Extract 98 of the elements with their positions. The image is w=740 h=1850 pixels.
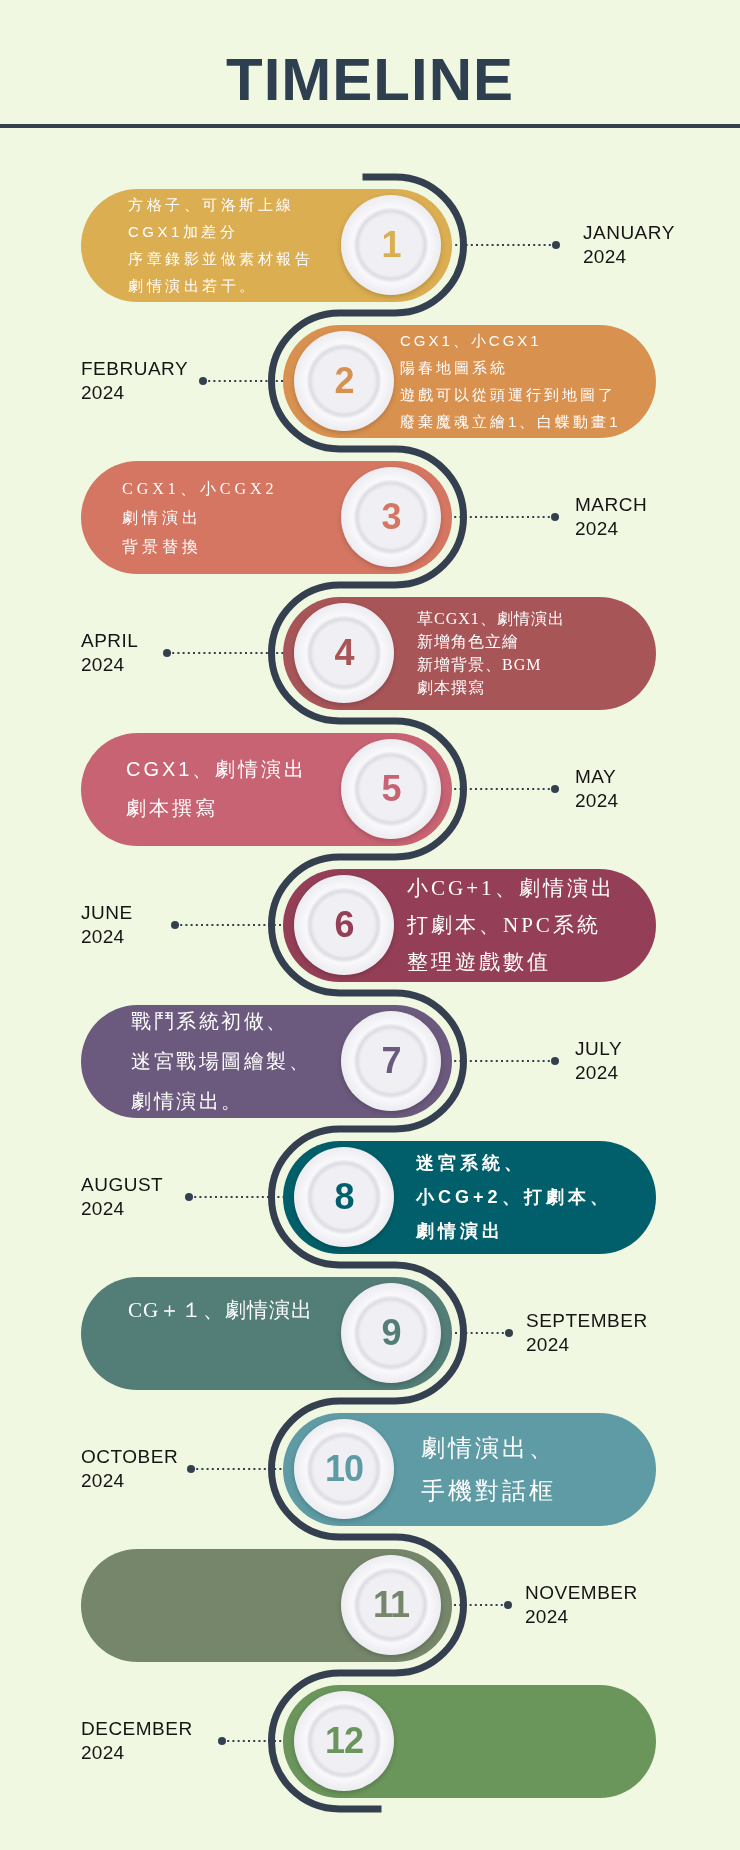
- milestone-text: 陽春地圖系統: [400, 358, 508, 378]
- milestone-text: 打劇本、NPC系統: [407, 911, 601, 939]
- year-label: 2024: [81, 925, 125, 949]
- month-label: AUGUST: [81, 1173, 164, 1197]
- leader-line: [451, 513, 559, 521]
- milestone-text: CGX1加差分: [128, 222, 239, 242]
- timeline-line: [268, 652, 467, 790]
- milestone-pill: [283, 324, 656, 438]
- milestone-text: 新增角色立繪: [417, 632, 519, 652]
- step-number-disc: 3: [341, 467, 441, 567]
- step-number-disc: 10: [294, 1419, 394, 1519]
- step-number-disc: 4: [294, 603, 394, 703]
- milestone-pill: [81, 188, 452, 302]
- timeline-line: [268, 788, 467, 926]
- leader-line: [187, 1465, 284, 1473]
- month-label: FEBRUARY: [81, 357, 189, 381]
- milestone-pill: [81, 460, 452, 574]
- timeline-line: [268, 1060, 467, 1198]
- milestone-text: 劇情演出: [416, 1220, 504, 1243]
- title: TIMELINE: [226, 45, 514, 115]
- step-number-disc: 2: [294, 331, 394, 431]
- leader-line: [171, 921, 284, 929]
- timeline-line: [268, 380, 467, 518]
- milestone-text: 序章錄影並做素材報告: [128, 249, 313, 269]
- year-label: 2024: [81, 381, 125, 405]
- year-label: 2024: [81, 653, 125, 677]
- year-label: 2024: [575, 789, 619, 813]
- step-number-disc: 8: [294, 1147, 394, 1247]
- year-label: 2024: [525, 1605, 569, 1629]
- month-label: OCTOBER: [81, 1445, 179, 1469]
- leader-line: [199, 377, 284, 385]
- milestone-pill: [283, 596, 656, 710]
- milestone-text: CGX1、劇情演出: [126, 757, 308, 782]
- month-label: SEPTEMBER: [526, 1309, 648, 1333]
- milestone-text: 小CG+1、劇情演出: [407, 874, 615, 902]
- timeline-line: [268, 173, 467, 382]
- timeline-line: [268, 1604, 467, 1813]
- timeline-line: [268, 1332, 467, 1470]
- year-label: 2024: [575, 1061, 619, 1085]
- milestone-pill: [283, 1412, 656, 1526]
- timeline-line: [268, 1468, 467, 1606]
- milestone-text: 遊戲可以從頭運行到地圖了: [400, 385, 616, 405]
- step-number-disc: 12: [294, 1691, 394, 1791]
- step-number-disc: 5: [341, 739, 441, 839]
- milestone-text: 背景替換: [122, 536, 202, 557]
- milestone-text: 整理遊戲數值: [407, 948, 551, 976]
- milestone-text: 劇情演出: [122, 507, 202, 528]
- milestone-pill: [283, 868, 656, 982]
- milestone-text: CGX1、小CGX1: [400, 331, 542, 351]
- month-label: DECEMBER: [81, 1717, 193, 1741]
- milestone-pill: [283, 1684, 656, 1798]
- month-label: APRIL: [81, 629, 139, 653]
- leader-line: [163, 649, 284, 657]
- milestone-pill: [81, 1548, 452, 1662]
- milestone-text: 手機對話框: [421, 1476, 556, 1506]
- milestone-text: 廢棄魔魂立繪1、白蝶動畫1: [400, 412, 621, 432]
- leader-line: [451, 1601, 512, 1609]
- timeline-line: [268, 516, 467, 654]
- leader-line: [218, 1737, 284, 1745]
- milestone-text: 劇本撰寫: [417, 678, 485, 698]
- timeline-line: [268, 924, 467, 1062]
- year-label: 2024: [81, 1469, 125, 1493]
- timeline-line: [268, 1196, 467, 1334]
- milestone-text: 劇情演出。: [131, 1089, 244, 1114]
- month-label: NOVEMBER: [525, 1581, 638, 1605]
- milestone-pill: [81, 1276, 452, 1390]
- milestone-text: 迷宮戰場圖繪製、: [131, 1049, 311, 1074]
- step-number-disc: 6: [294, 875, 394, 975]
- milestone-text: 劇情演出、: [421, 1433, 556, 1463]
- milestone-text: CG＋１、劇情演出: [128, 1297, 314, 1324]
- milestone-text: 戰鬥系統初做、: [131, 1009, 289, 1034]
- milestone-text: 草CGX1、劇情演出: [417, 609, 565, 629]
- month-label: MAY: [575, 765, 617, 789]
- milestone-text: CGX1、小CGX2: [122, 478, 278, 499]
- month-label: JUNE: [81, 901, 133, 925]
- leader-line: [451, 785, 559, 793]
- milestone-pill: [81, 732, 452, 846]
- milestone-text: 劇情演出若干。: [128, 276, 258, 296]
- step-number-disc: 11: [341, 1555, 441, 1655]
- step-number-disc: 1: [341, 195, 441, 295]
- milestone-text: 迷宮系統、: [416, 1152, 526, 1175]
- month-label: MARCH: [575, 493, 648, 517]
- year-label: 2024: [526, 1333, 570, 1357]
- year-label: 2024: [575, 517, 619, 541]
- step-number-disc: 9: [341, 1283, 441, 1383]
- year-label: 2024: [583, 245, 627, 269]
- year-label: 2024: [81, 1197, 125, 1221]
- milestone-text: 方格子、可洛斯上線: [128, 195, 295, 215]
- month-label: JULY: [575, 1037, 623, 1061]
- year-label: 2024: [81, 1741, 125, 1765]
- milestone-pill: [81, 1004, 452, 1118]
- milestone-text: 劇本撰寫: [126, 796, 218, 821]
- milestone-text: 新增背景、BGM: [417, 655, 542, 675]
- leader-line: [451, 1057, 559, 1065]
- milestone-text: 小CG+2、打劇本、: [416, 1186, 612, 1209]
- step-number-disc: 7: [341, 1011, 441, 1111]
- milestone-pill: [283, 1140, 656, 1254]
- month-label: JANUARY: [583, 221, 675, 245]
